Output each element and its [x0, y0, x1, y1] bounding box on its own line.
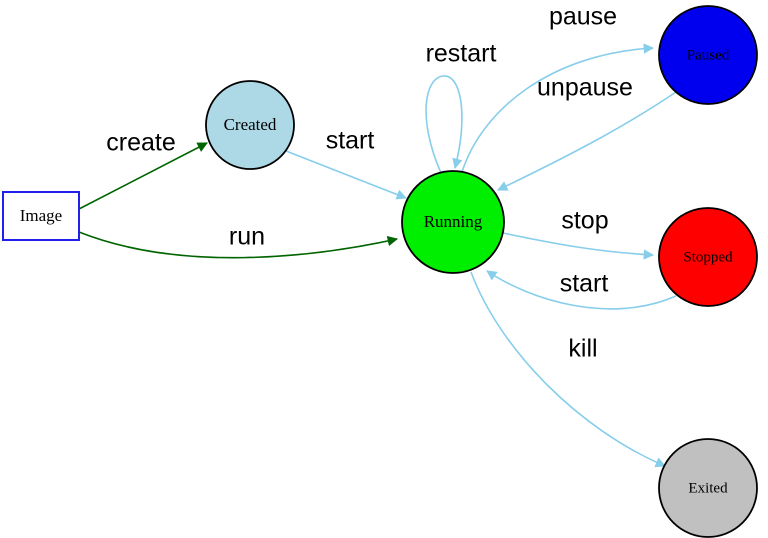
node-exited[interactable]: Exited: [658, 438, 758, 538]
node-stopped[interactable]: Stopped: [658, 207, 758, 307]
node-exited-shape[interactable]: [658, 438, 758, 538]
edge-pause-path: [461, 43, 655, 173]
node-created-shape[interactable]: [205, 80, 295, 170]
edge-kill-path: [470, 271, 666, 468]
edge-label-pause: pause: [549, 3, 617, 31]
node-stopped-shape[interactable]: [658, 207, 758, 307]
edge-create-path: [78, 142, 208, 210]
edge-start-created: start: [285, 127, 407, 200]
edge-start-stopped: start: [486, 270, 677, 310]
edge-run: run: [78, 223, 399, 259]
edge-start-stopped-path: [486, 270, 677, 310]
edge-label-start-stopped: start: [560, 270, 609, 298]
node-image[interactable]: Image: [2, 191, 80, 241]
edge-start-created-path: [285, 150, 407, 200]
edge-stop-path: [502, 232, 655, 260]
edge-unpause-path: [497, 91, 677, 191]
edge-create: create: [78, 129, 208, 210]
node-running[interactable]: Running: [401, 170, 505, 274]
edge-label-start-created: start: [326, 127, 375, 155]
edge-label-stop: stop: [561, 207, 608, 235]
edge-restart-path: [425, 75, 463, 174]
node-created[interactable]: Created: [205, 80, 295, 170]
node-running-shape[interactable]: [401, 170, 505, 274]
edge-label-run: run: [229, 223, 265, 251]
edge-label-unpause: unpause: [537, 74, 633, 102]
edge-run-path: [78, 231, 399, 259]
edge-pause: pause: [461, 3, 655, 173]
edge-label-kill: kill: [568, 335, 597, 363]
node-image-shape[interactable]: [2, 191, 80, 241]
edge-label-restart: restart: [426, 40, 497, 68]
edge-restart: restart: [425, 40, 497, 174]
edge-label-create: create: [106, 129, 175, 157]
edge-kill: kill: [470, 271, 666, 468]
node-paused-shape[interactable]: [658, 5, 758, 105]
edge-stop: stop: [502, 207, 655, 260]
node-paused[interactable]: Paused: [658, 5, 758, 105]
